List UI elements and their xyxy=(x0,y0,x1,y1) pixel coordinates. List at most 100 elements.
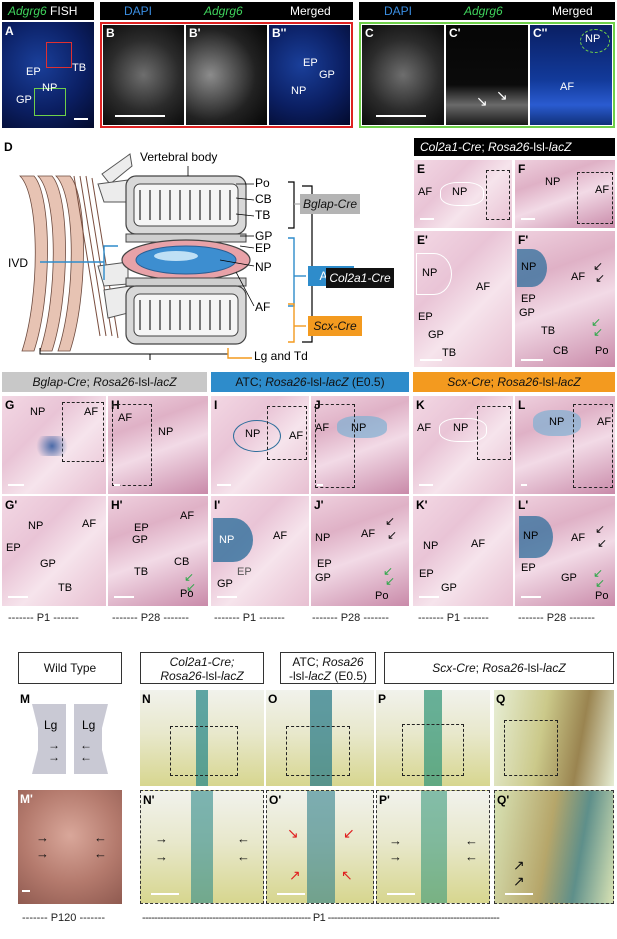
panel-e1-np-shape xyxy=(416,253,452,295)
atc-header: ATC; Rosa26-lsl-lacZ (E0.5) xyxy=(211,372,409,392)
panel-k-np: NP xyxy=(453,422,469,434)
panel-g1-np: NP xyxy=(28,520,44,532)
panel-j1-label: J' xyxy=(314,498,324,512)
panel-c2-np-outline xyxy=(580,29,610,53)
panel-i-np-shape xyxy=(233,420,281,452)
panel-p1-label: P' xyxy=(379,793,390,807)
panel-e-af: AF xyxy=(418,186,433,198)
panel-k1-af: AF xyxy=(471,538,486,550)
panel-l-af: AF xyxy=(597,416,612,428)
panel-m-lg-right: Lg xyxy=(82,718,96,732)
panel-c1-arrow-1: ↘ xyxy=(476,93,488,109)
panel-f1-af: AF xyxy=(571,271,586,283)
panel-m1-arrow-3: ← xyxy=(94,830,107,845)
panel-n1-label: N' xyxy=(143,793,155,807)
panel-p1-spine xyxy=(421,791,447,903)
panel-m: M Lg Lg → → ← ← xyxy=(18,690,122,786)
panel-l-np: NP xyxy=(549,416,565,428)
panel-l1-arrow-1: ↙ xyxy=(595,522,606,536)
panel-j: J AF NP xyxy=(311,396,409,494)
panel-j1-arrow-1: ↙ xyxy=(385,514,396,528)
panel-i1-np-blob xyxy=(213,518,253,562)
panel-i: I NP AF xyxy=(211,396,309,494)
panel-o1-spine xyxy=(307,791,335,903)
gp-label: GP xyxy=(255,229,273,243)
panel-k-np-shape xyxy=(439,418,487,442)
panel-l1-arrow-2: ↙ xyxy=(597,536,608,550)
panel-p1: P' → → ← ← xyxy=(376,790,490,904)
panel-b1-label: B' xyxy=(189,26,201,40)
panel-b2: B'' EP GP NP xyxy=(269,25,350,125)
panel-f1-label: F' xyxy=(518,233,529,247)
panel-h-np: NP xyxy=(158,426,174,438)
panel-g-inset xyxy=(62,402,104,462)
panel-f-af: AF xyxy=(595,184,610,196)
po-label: Po xyxy=(255,176,270,190)
panel-i-scale-bar xyxy=(217,484,231,486)
panel-g1: G' NP AF EP GP TB xyxy=(2,496,106,606)
panel-f1-green-arrow-2: ↙ xyxy=(593,325,604,339)
panel-l1: L' NP AF ↙ ↙ EP GP ↙ ↙ Po xyxy=(515,496,615,606)
panel-j1-green-arrow-1: ↙ xyxy=(383,564,394,578)
panel-e1-scale-bar xyxy=(420,359,442,361)
panel-j-scale-bar xyxy=(317,484,323,486)
panel-n1: N' → → ← ← xyxy=(140,790,264,904)
panel-g: G NP AF xyxy=(2,396,106,494)
panel-f1-scale-bar xyxy=(521,359,543,361)
panel-g1-tb: TB xyxy=(58,582,73,594)
panel-h1-af: AF xyxy=(180,510,195,522)
panel-h1-gp: GP xyxy=(132,534,148,546)
panel-c-merged-label: Merged xyxy=(552,4,593,18)
panel-n1-arrow-1: → xyxy=(155,831,168,846)
panel-i1-label: I' xyxy=(214,498,221,512)
ep-label: EP xyxy=(255,241,272,255)
panel-h-scale-bar xyxy=(114,484,120,486)
panel-o-spine xyxy=(310,690,332,786)
np-label: NP xyxy=(255,260,272,274)
panel-f-inset xyxy=(577,172,613,224)
ivd-label: IVD xyxy=(8,256,29,270)
panel-e-scale-bar xyxy=(420,218,434,220)
panel-p: P xyxy=(376,690,490,786)
panel-f: F NP AF xyxy=(515,160,615,228)
panel-c1-arrow-2: ↘ xyxy=(496,87,508,103)
panel-a-scale-bar xyxy=(74,118,88,120)
panel-l1-label: L' xyxy=(518,498,529,512)
panel-c-gene-label: Adgrg6 xyxy=(464,4,503,18)
panel-k1: K' NP AF EP GP xyxy=(413,496,513,606)
panel-g-label: G xyxy=(5,398,15,412)
lg-td-label: Lg and Td xyxy=(254,349,308,363)
panel-i-np: NP xyxy=(245,428,261,440)
panel-c-label: C xyxy=(365,26,374,40)
panel-f1-arrow-1: ↙ xyxy=(593,259,604,273)
panel-p-inset xyxy=(402,724,464,776)
panel-m1-arrow-2: → xyxy=(36,846,49,861)
panel-j1-green-arrow-2: ↙ xyxy=(385,574,396,588)
panel-f1-tb: TB xyxy=(541,325,556,337)
panel-k1-scale-bar xyxy=(419,596,439,598)
panel-p1-arrow-4: ← xyxy=(465,849,478,864)
panel-n1-arrow-4: ← xyxy=(237,849,250,864)
panel-j-np-blob xyxy=(337,416,387,438)
panel-a-red-box xyxy=(46,42,72,68)
panel-e1-af: AF xyxy=(476,281,491,293)
panel-i-label: I xyxy=(214,398,218,412)
panel-n-label: N xyxy=(142,692,151,706)
panel-a-np: NP xyxy=(42,82,58,94)
atc-age-p28: ------- P28 ------- xyxy=(312,612,389,624)
panel-j1-af: AF xyxy=(361,528,376,540)
panel-l1-af: AF xyxy=(571,532,586,544)
panel-n-inset xyxy=(170,726,238,776)
panel-h1-green-arrow-1: ↙ xyxy=(184,570,195,584)
panel-p-label: P xyxy=(378,692,387,706)
panel-k1-label: K' xyxy=(416,498,428,512)
panel-c2-np: NP xyxy=(585,33,601,45)
panel-i1-af: AF xyxy=(273,530,288,542)
vertebra-diagram xyxy=(19,153,324,360)
col2-header: Col2a1-Cre; Rosa26-lsl-lacZ xyxy=(414,138,615,156)
panel-l1-green-arrow-1: ↙ xyxy=(593,566,604,580)
panel-g-np: NP xyxy=(30,406,46,418)
panel-b-gene-label: Adgrg6 xyxy=(204,4,243,18)
panel-j1-arrow-2: ↙ xyxy=(387,528,398,542)
panel-e-inset xyxy=(486,170,510,220)
